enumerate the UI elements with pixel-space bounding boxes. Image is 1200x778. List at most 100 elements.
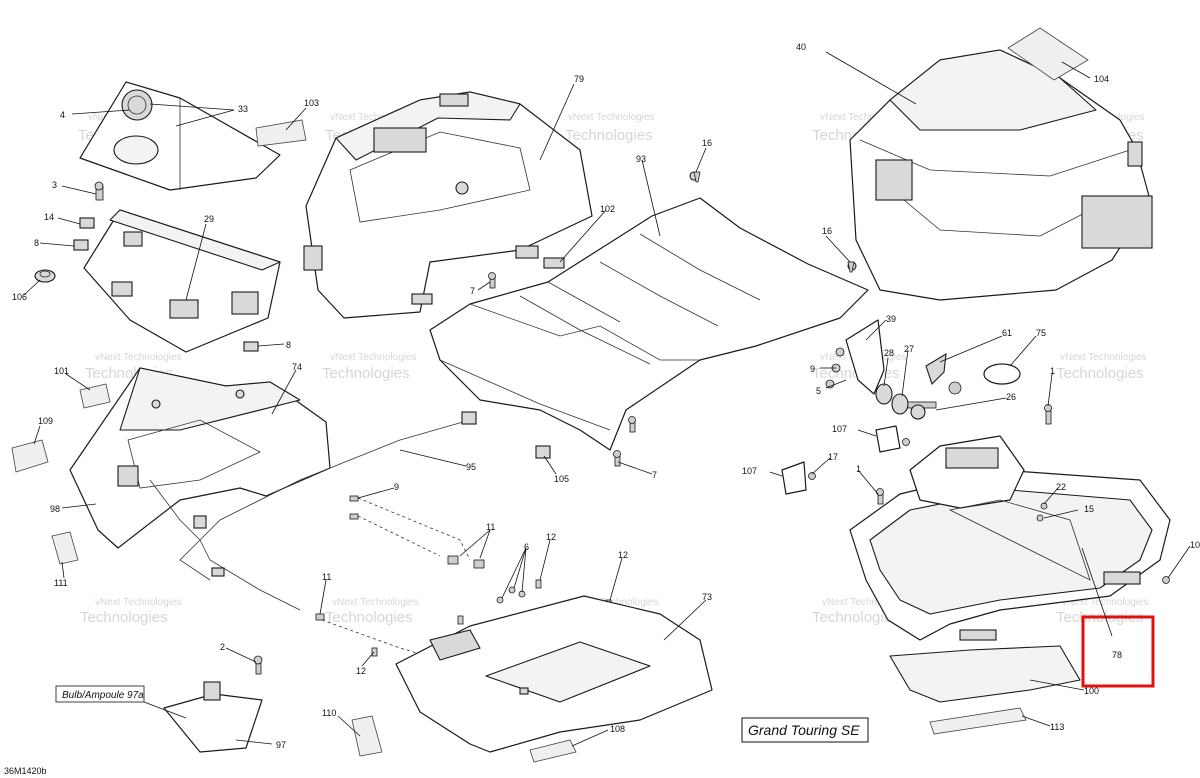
- sticker-113: [929, 707, 1027, 735]
- storage-case-79: [303, 91, 593, 319]
- sticker-109: [11, 439, 49, 473]
- callout-93: 93: [636, 154, 646, 164]
- wire-harness-95: [149, 411, 477, 611]
- watermark-text: vNext Technologies: [820, 112, 907, 123]
- bolt-27: [891, 393, 937, 415]
- callout-74: 74: [292, 362, 302, 372]
- callout-39: 39: [886, 314, 896, 324]
- callout-11-left: 11: [322, 572, 331, 582]
- highlight-box: [1081, 615, 1155, 688]
- fastener-7-top: [488, 272, 496, 289]
- light-97: [163, 655, 263, 753]
- watermark-text: vNext Technologies: [332, 597, 419, 608]
- callout-75: 75: [1036, 328, 1046, 338]
- callout-40: 40: [796, 42, 806, 52]
- clip-105: [535, 445, 551, 459]
- clip-8-lower: [243, 341, 259, 352]
- callout-108: 108: [610, 724, 625, 734]
- callout-100: 100: [1084, 686, 1099, 696]
- bracket-29: [83, 209, 281, 353]
- callout-7-top: 7: [470, 286, 475, 296]
- callout-107-lower: 107: [742, 466, 757, 476]
- callout-102: 102: [600, 204, 615, 214]
- pin-26: [910, 404, 926, 420]
- bracket-107-upper: [875, 425, 910, 453]
- callout-16-top: 16: [702, 138, 712, 148]
- callout-8-top: 8: [34, 238, 39, 248]
- callout-7-bottom: 7: [652, 470, 657, 480]
- callout-14: 14: [44, 212, 54, 222]
- fastener-16-top: [693, 171, 701, 183]
- callout-73: 73: [702, 592, 712, 602]
- sticker-101: [79, 383, 111, 409]
- watermark-text: Technologies: [80, 609, 168, 626]
- watermark-text: Technologies: [322, 365, 410, 382]
- panel-100: [889, 645, 1081, 703]
- callout-4: 4: [60, 110, 65, 120]
- callout-95: 95: [466, 462, 476, 472]
- sticker-108: [529, 739, 577, 763]
- fastener-1-upper: [1044, 404, 1052, 425]
- bracket-107-lower: [781, 461, 816, 495]
- callout-3: 3: [52, 180, 57, 190]
- callout-26: 26: [1006, 392, 1016, 402]
- fastener-7-bottom: [613, 450, 621, 467]
- console-plate-33: [79, 81, 281, 191]
- callout-16-mid: 16: [822, 226, 832, 236]
- callout-12-c: 12: [356, 666, 366, 676]
- drawing-code: 36M1420b: [4, 766, 47, 776]
- callout-106: 106: [12, 292, 27, 302]
- callout-78: 78: [1112, 650, 1122, 660]
- sticker-110: [351, 715, 383, 757]
- callout-22: 22: [1056, 482, 1066, 492]
- watermark-text: vNext Technologies: [330, 112, 417, 123]
- grommet-106: [34, 269, 56, 283]
- sticker-111: [51, 531, 79, 565]
- bushing-28: [875, 383, 893, 405]
- leader-lines: [23, 51, 1191, 747]
- callout-103: 103: [304, 98, 319, 108]
- watermark-text: vNext Technologies: [1060, 352, 1147, 363]
- watermark-text: vNext Technologies: [95, 597, 182, 608]
- callout-101: 101: [54, 366, 69, 376]
- callout-109: 109: [38, 416, 53, 426]
- fastener-1-lower: [876, 488, 884, 505]
- bulb-label: Bulb/Ampoule 97a: [62, 690, 144, 701]
- callout-110: 110: [322, 708, 336, 718]
- callout-9-left: 9: [394, 482, 399, 492]
- fastener-3: [94, 181, 104, 201]
- bulb-label-box: Bulb/Ampoule 97a: [55, 685, 145, 703]
- clip-14: [79, 217, 95, 229]
- watermark-text: Technologies: [812, 609, 900, 626]
- watermark-text: vNext Technologies: [822, 597, 909, 608]
- fastener-7-mid: [628, 416, 636, 433]
- storage-case-40: [849, 49, 1153, 301]
- watermark-text: vNext Technologies: [330, 352, 417, 363]
- callout-111: 111: [54, 578, 68, 588]
- callout-labels: 40 104 79 103 4 33 3 14 29 8 106 8 93 16…: [12, 42, 1200, 750]
- callout-6: 6: [524, 542, 529, 552]
- watermark-text: Technologies: [1056, 365, 1144, 382]
- callout-12-a: 12: [546, 532, 556, 542]
- fastener-16-mid: [847, 261, 855, 273]
- callout-1-upper: 1: [1050, 366, 1055, 376]
- model-label-box: Grand Touring SE: [741, 717, 869, 743]
- callout-11-top: 11: [486, 522, 495, 532]
- callout-61: 61: [1002, 328, 1012, 338]
- callout-33: 33: [238, 104, 248, 114]
- callout-8-lower: 8: [286, 340, 291, 350]
- bracket-74: [69, 367, 331, 549]
- clip-8-top: [73, 239, 89, 251]
- watermark-text: vNext Technologies: [572, 597, 659, 608]
- watermark-text: Technologies: [325, 609, 413, 626]
- callout-9-right: 9: [810, 364, 815, 374]
- callout-79: 79: [574, 74, 584, 84]
- panel-73: [395, 595, 713, 753]
- callout-29: 29: [204, 214, 214, 224]
- fasteners-11: [315, 555, 485, 621]
- callout-28: 28: [884, 348, 894, 358]
- callout-98: 98: [50, 504, 60, 514]
- callout-104: 104: [1094, 74, 1109, 84]
- callout-107-upper: 107: [832, 424, 847, 434]
